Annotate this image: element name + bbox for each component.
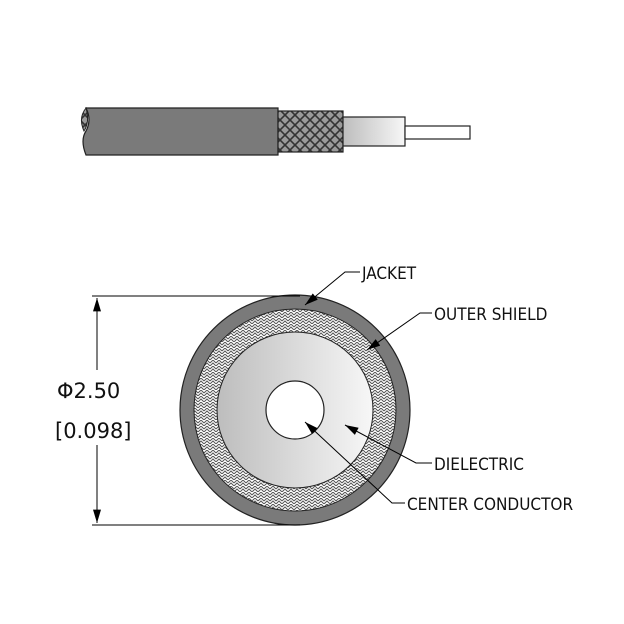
cable-cross-section [179,294,411,526]
conductor-side [404,125,471,140]
label-outer-shield: OUTER SHIELD [434,305,547,325]
label-center-conductor: CENTER CONDUCTOR [407,495,573,515]
diameter-dimension: Φ2.50 [0.098] [55,295,300,526]
dielectric-side [342,116,406,147]
diameter-inch: [0.098] [55,419,132,443]
jacket-cut-end [80,106,89,133]
diameter-mm: Φ2.50 [57,379,120,403]
leader-lines [304,271,432,504]
label-jacket: JACKET [361,264,417,284]
label-dielectric: DIELECTRIC [434,455,524,475]
braid-side [277,110,344,153]
cable-side-view [80,106,471,156]
center-conductor [265,380,325,440]
jacket-side [82,107,279,156]
